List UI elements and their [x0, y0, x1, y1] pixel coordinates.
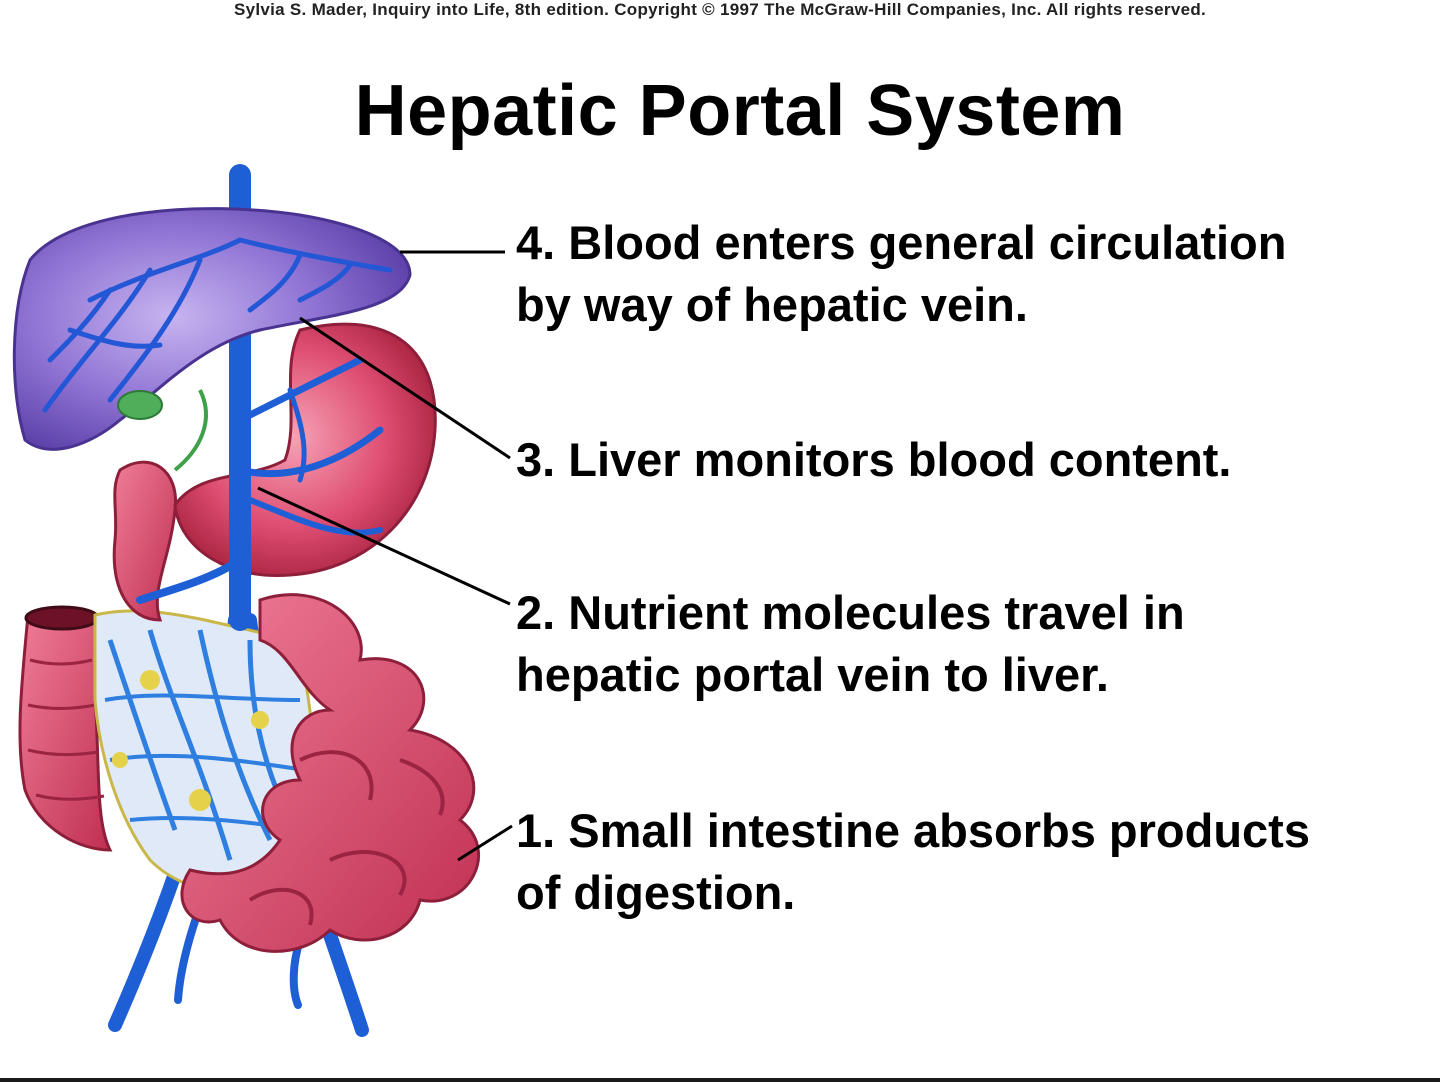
copyright-notice: Sylvia S. Mader, Inquiry into Life, 8th …: [233, 0, 1207, 19]
step-1-line-2: of digestion.: [516, 866, 796, 919]
anatomy-illustration: [12, 164, 480, 1037]
liver: [12, 207, 412, 451]
bottom-border: [0, 1078, 1440, 1082]
step-1-line-1: 1. Small intestine absorbs products: [516, 804, 1310, 857]
bile-duct: [173, 389, 208, 472]
step-1-label: 1. Small intestine absorbs products of d…: [516, 800, 1310, 924]
small-intestine: [180, 593, 480, 953]
step-2-line-1: 2. Nutrient molecules travel in: [516, 586, 1185, 639]
large-intestine: [18, 605, 113, 852]
step-2-line-2: hepatic portal vein to liver.: [516, 648, 1109, 701]
step-4-label: 4. Blood enters general circulation by w…: [516, 212, 1286, 336]
page-title: Hepatic Portal System: [354, 71, 1126, 151]
step-3-line-1: 3. Liver monitors blood content.: [516, 433, 1232, 486]
step-2-label: 2. Nutrient molecules travel in hepatic …: [516, 582, 1185, 706]
duodenum: [112, 460, 178, 622]
step-4-line-1: 4. Blood enters general circulation: [516, 216, 1287, 269]
step-4-line-2: by way of hepatic vein.: [516, 278, 1028, 331]
step-3-label: 3. Liver monitors blood content.: [516, 429, 1232, 491]
